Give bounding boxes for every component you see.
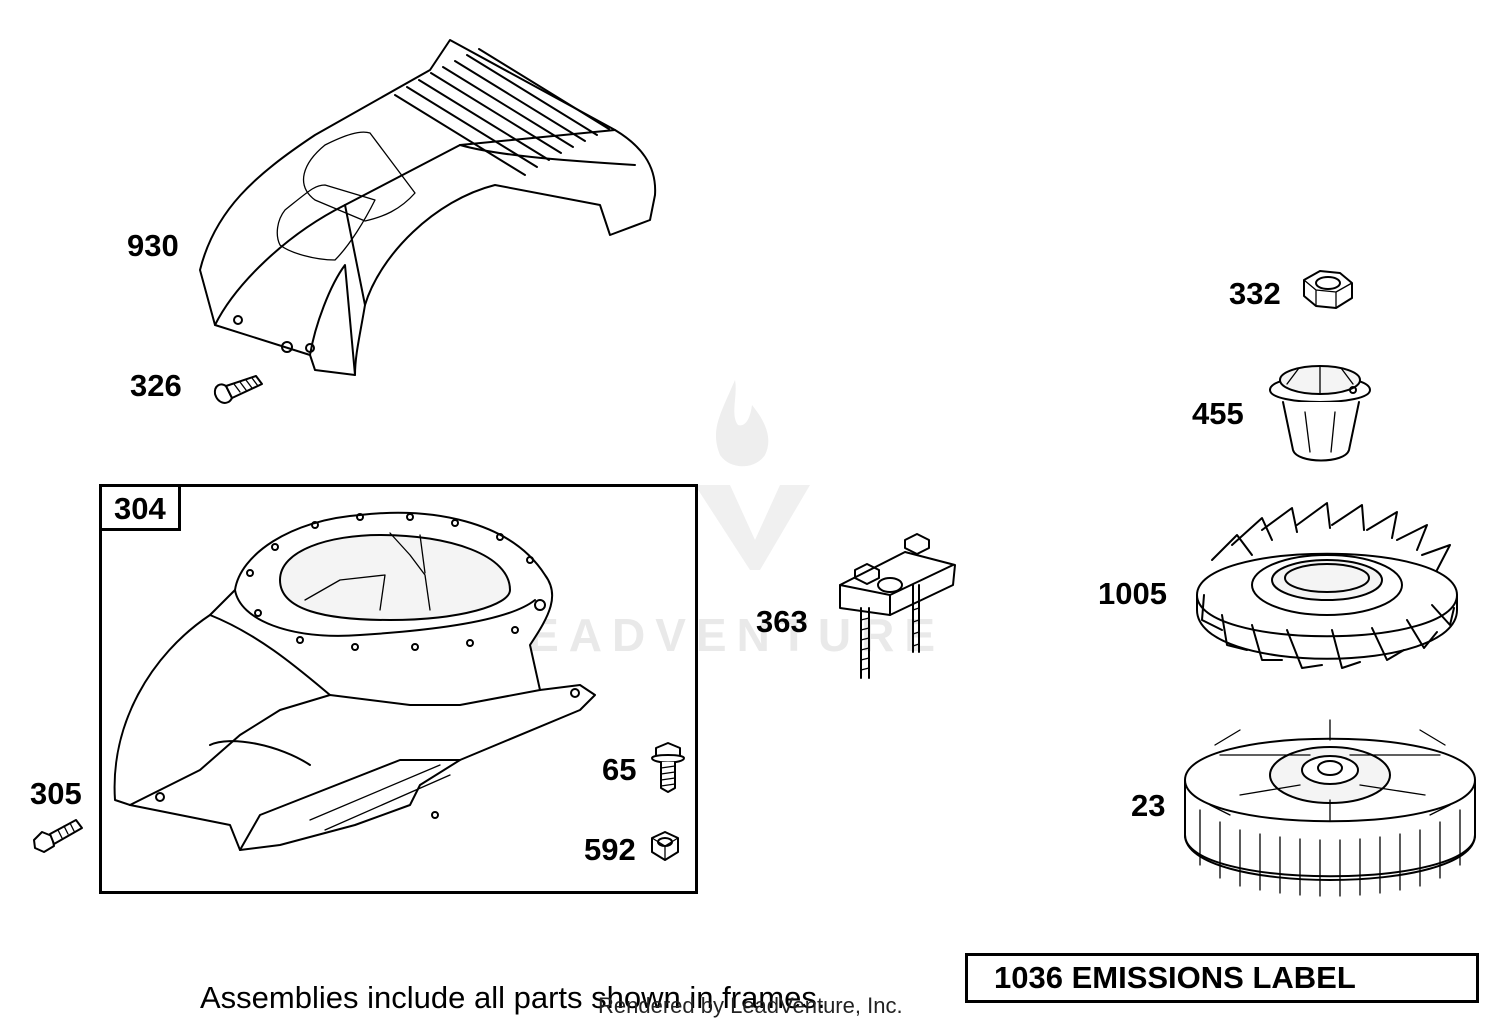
label-332: 332 [1229, 276, 1281, 311]
assemblies-footnote: Assemblies include all parts shown in fr… [200, 980, 826, 1015]
label-1005: 1005 [1098, 576, 1167, 611]
label-23: 23 [1131, 788, 1166, 823]
hex-nut-icon [1303, 270, 1353, 309]
flywheel-fan-icon [1196, 502, 1458, 669]
label-592: 592 [584, 832, 636, 867]
flame-v-logo-icon [695, 380, 810, 570]
label-305: 305 [30, 776, 82, 811]
frame-tag-304: 304 [102, 487, 181, 531]
blower-housing-icon [113, 511, 596, 851]
label-930: 930 [127, 228, 179, 263]
rendered-by-credit: Rendered by LeadVenture, Inc. [598, 993, 903, 1018]
label-326: 326 [130, 368, 182, 403]
starter-cup-icon [1269, 365, 1371, 462]
screw-icon [213, 375, 263, 404]
label-65: 65 [602, 752, 637, 787]
hex-nut-icon [651, 831, 679, 861]
blower-housing-cover-icon [199, 39, 657, 376]
flange-bolt-icon [651, 742, 685, 793]
label-363: 363 [756, 604, 808, 639]
emissions-label-box: 1036 EMISSIONS LABEL [965, 953, 1479, 1003]
flywheel-icon [1184, 719, 1476, 897]
assembly-frame-304: 304 [99, 484, 698, 894]
screw-icon [33, 819, 83, 853]
label-455: 455 [1192, 396, 1244, 431]
ignition-armature-icon [839, 533, 956, 679]
